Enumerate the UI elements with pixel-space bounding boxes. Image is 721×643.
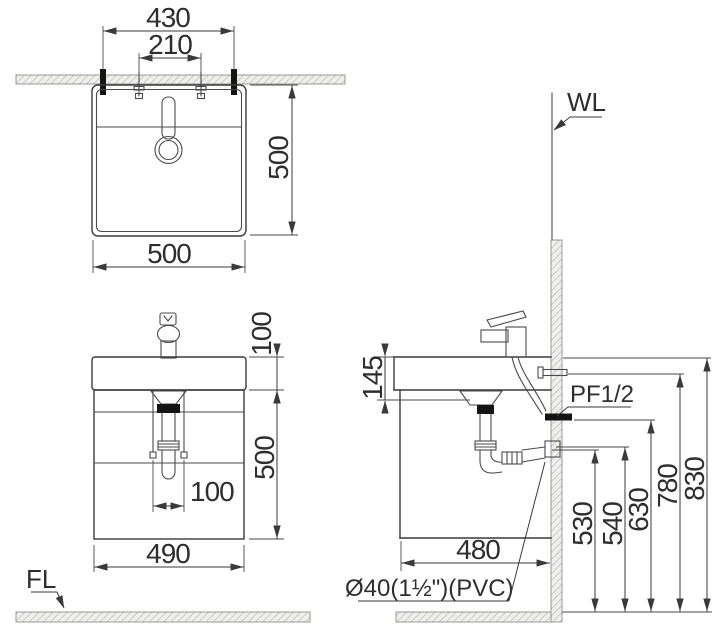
floor-line-label: FL: [26, 564, 56, 594]
mount-bolt-side: [537, 366, 568, 379]
drain-pipe-callout: Ø40(1½")(PVC): [345, 461, 546, 602]
dim-label-780: 780: [652, 464, 683, 508]
dim-label-width-500: 500: [147, 238, 191, 269]
dim-faucet-hole-spacing-210: 210: [138, 29, 202, 84]
dim-label-basin-height-100: 100: [246, 312, 277, 356]
dim-label-630: 630: [623, 488, 654, 532]
dim-label-145: 145: [357, 356, 388, 400]
dim-mount-bolt-height-780: 780: [652, 374, 684, 612]
dim-rim-height-830: 830: [679, 358, 711, 612]
floor-line-callout: FL: [26, 564, 65, 609]
dim-basin-front-height-145: 145: [357, 343, 470, 414]
trap-side: [458, 390, 561, 474]
dim-label-depth-500: 500: [263, 136, 294, 180]
trap-front: [149, 390, 188, 480]
dim-width-500: 500: [92, 238, 246, 273]
basin-side: [393, 356, 552, 391]
cabinet-side: [399, 389, 552, 539]
wall-section: [550, 239, 563, 623]
hanger-bolt-right: [231, 69, 237, 95]
dim-label-830: 830: [679, 457, 710, 501]
floor-section-left: [15, 611, 311, 623]
dim-label-530: 530: [567, 502, 598, 546]
wall-line-label: WL: [567, 87, 606, 117]
dim-cabinet-width-490: 490: [93, 538, 245, 572]
front-view: 100 100 500 490 FL: [15, 312, 311, 623]
dim-cabinet-depth-480: 480: [400, 534, 550, 571]
supply-thread-callout: PF1/2: [556, 381, 634, 417]
floor-section-right: [395, 611, 552, 623]
basin-plan-outline: [91, 84, 247, 237]
plan-wall-section: [15, 74, 346, 85]
dim-label-490: 490: [146, 538, 190, 569]
dim-trap-recess-100: 100: [152, 460, 235, 512]
side-view: WL PF1/2: [345, 87, 712, 623]
drain-pipe-label: Ø40(1½")(PVC): [345, 575, 514, 602]
wall-line-callout: WL: [553, 87, 606, 131]
basin-front: [91, 356, 247, 391]
dim-label-210: 210: [148, 29, 192, 60]
dim-label-480: 480: [456, 534, 500, 565]
dim-label-cabinet-height-500: 500: [249, 436, 280, 480]
dim-label-trap-100: 100: [190, 476, 234, 507]
dim-supply-height-630: 630: [623, 420, 655, 612]
hanger-bolt-left: [100, 69, 106, 95]
faucet-plan: [154, 96, 183, 165]
dim-trap-height-530: 530: [567, 450, 599, 612]
dim-drain-outlet-height-540: 540: [597, 447, 629, 612]
plan-view: 430 210 500 500: [15, 2, 346, 273]
faucet-side: [480, 310, 547, 415]
dim-basin-height-100: 100: [246, 312, 284, 404]
supply-thread-label: PF1/2: [570, 381, 634, 408]
dim-label-540: 540: [597, 502, 628, 546]
dim-cabinet-height-500: 500: [249, 390, 284, 540]
faucet-front: [156, 312, 181, 359]
dim-depth-500: 500: [250, 84, 298, 236]
dim-label-430: 430: [146, 2, 190, 33]
supply-connection: [545, 413, 572, 421]
dim-mount-spacing-430: 430: [102, 2, 235, 70]
